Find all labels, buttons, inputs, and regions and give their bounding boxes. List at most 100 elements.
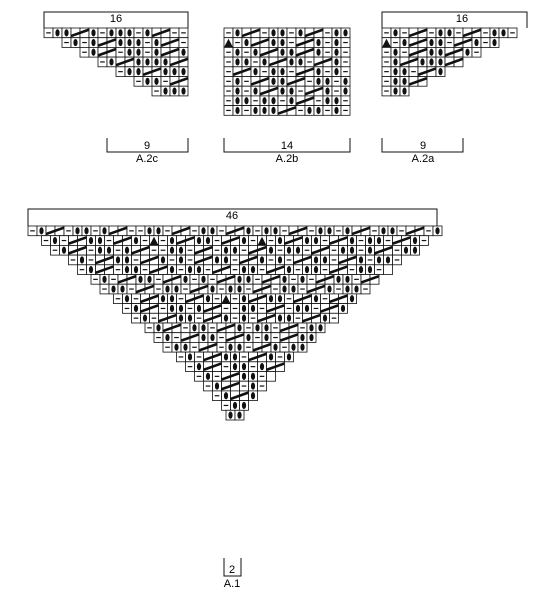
bobble-symbol [402,68,407,76]
bobble-symbol [169,266,175,274]
bobble-symbol [291,343,296,351]
cable-symbol [162,275,182,284]
bobble-symbol [438,29,443,37]
bobble-symbol [205,295,211,303]
bobble-symbol [325,97,330,105]
bobble-symbol [304,236,310,245]
bobble-symbol [169,236,175,245]
decrease-triangle-symbol [221,294,231,304]
bobble-symbol [124,256,130,264]
cable-symbol [408,28,428,38]
cable-symbol [295,38,315,47]
bobble-symbol [402,87,407,95]
bobble-symbol [201,227,206,235]
decrease-triangle-symbol [257,236,267,246]
bobble-symbol [241,266,247,274]
bobble-symbol [340,246,346,254]
bobble-symbol [178,314,184,322]
bobble-symbol [91,38,96,47]
bobble-symbol [367,236,373,245]
bobble-symbol [52,236,58,245]
bobble-symbol [300,343,305,351]
bobble-symbol [241,236,247,245]
chart-a2b-bottom-count: 14 [281,140,293,152]
bobble-symbol [402,77,407,85]
bobble-symbol [492,29,497,37]
bobble-symbol [241,401,247,410]
cable-symbol [68,236,87,245]
cable-symbol [399,57,419,67]
bobble-symbol [127,29,132,37]
bobble-symbol [201,333,206,342]
cable-symbol [250,38,270,47]
chart-cell [383,264,393,275]
bobble-symbol [160,256,166,264]
bobble-symbol [268,246,274,254]
cable-symbol [295,67,315,76]
bobble-symbol [291,285,296,293]
chart-a1-top-bracket [27,208,438,226]
bobble-symbol [124,246,130,254]
cable-symbol [140,294,159,303]
bobble-symbol [232,246,238,254]
cable-symbol [97,48,117,57]
bobble-symbol [187,314,193,322]
cable-symbol [230,391,249,400]
bobble-symbol [223,353,229,361]
bobble-symbol [165,285,170,293]
bobble-symbol [465,48,470,56]
bobble-symbol [154,48,159,56]
bobble-symbol [79,256,85,264]
bobble-symbol [241,314,247,322]
bobble-symbol [127,38,132,47]
bobble-symbol [322,314,328,322]
bobble-symbol [115,256,121,264]
bobble-symbol [438,58,443,66]
bobble-symbol [289,87,294,95]
cable-symbol [277,106,297,115]
bobble-symbol [210,227,215,235]
cable-symbol [239,255,258,265]
cable-symbol [221,236,240,245]
bobble-symbol [334,68,339,76]
bobble-symbol [277,314,283,322]
cable-symbol [203,362,222,371]
bobble-symbol [142,314,148,322]
bobble-symbol [133,236,139,245]
bobble-symbol [271,38,276,47]
cable-symbol [194,255,213,265]
bobble-symbol [280,87,285,95]
cable-symbol [160,38,180,47]
bobble-symbol [327,285,332,293]
bobble-symbol [109,58,114,66]
bobble-symbol [402,38,407,47]
bobble-symbol [343,87,348,95]
bobble-symbol [228,285,233,293]
bobble-symbol [264,324,269,332]
cable-symbol [140,304,159,313]
chart-a2b-bottom-bracket [223,138,351,153]
bobble-symbol [97,236,103,245]
bobble-symbol [393,48,398,56]
bobble-symbol [253,106,258,115]
bobble-symbol [354,285,359,293]
bobble-symbol [91,29,96,37]
cable-symbol [295,48,315,57]
cable-symbol [95,255,114,265]
bobble-symbol [205,236,211,245]
bobble-symbol [91,48,96,56]
bobble-symbol [246,227,251,235]
chart-a2b-label: A.2b [276,153,299,165]
bobble-symbol [120,285,125,293]
bobble-symbol [429,38,434,47]
bobble-symbol [316,48,321,56]
cable-symbol [135,284,155,294]
bobble-symbol [334,97,339,105]
bobble-symbol [138,275,143,283]
bobble-symbol [343,77,348,85]
bobble-symbol [145,29,150,37]
bobble-symbol [196,266,202,274]
cable-symbol [304,86,324,96]
bobble-symbol [403,246,409,254]
